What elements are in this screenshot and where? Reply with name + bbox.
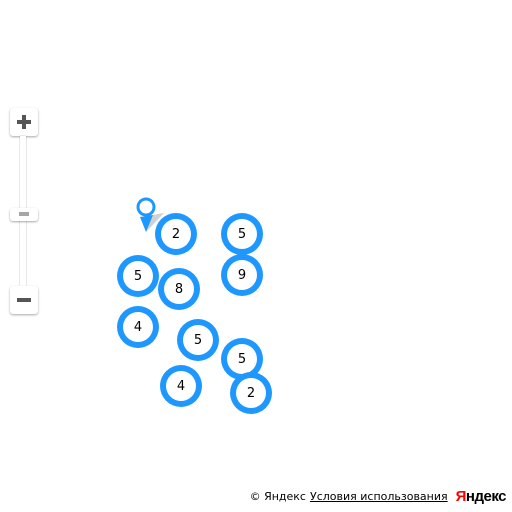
cluster-count: 2 [161, 219, 191, 249]
cluster-count: 4 [123, 312, 153, 342]
cluster-marker[interactable]: 9 [221, 254, 263, 296]
logo-rest: ндекс [465, 487, 507, 505]
cluster-count: 8 [164, 274, 194, 304]
zoom-in-button[interactable] [10, 108, 38, 136]
cluster-count: 5 [227, 344, 257, 374]
cluster-count: 4 [166, 371, 196, 401]
cluster-count: 5 [183, 325, 213, 355]
cluster-count: 5 [123, 261, 153, 291]
copyright-text: © Яндекс [249, 489, 306, 503]
cluster-marker[interactable]: 8 [158, 268, 200, 310]
grip-icon [19, 212, 29, 216]
cluster-marker[interactable]: 4 [160, 365, 202, 407]
zoom-slider-handle[interactable] [10, 208, 38, 221]
map-pin-icon[interactable] [134, 195, 164, 235]
cluster-marker[interactable]: 5 [177, 319, 219, 361]
cluster-count: 2 [236, 378, 266, 408]
logo-first-letter: Я [455, 487, 467, 505]
cluster-count: 9 [227, 260, 257, 290]
cluster-marker[interactable]: 2 [155, 213, 197, 255]
cluster-marker[interactable]: 5 [117, 255, 159, 297]
cluster-count: 5 [227, 219, 257, 249]
cluster-marker[interactable]: 4 [117, 306, 159, 348]
cluster-marker[interactable]: 5 [221, 213, 263, 255]
yandex-logo[interactable]: Яндекс [455, 487, 507, 505]
cluster-marker[interactable]: 2 [230, 372, 272, 414]
zoom-out-button[interactable] [10, 286, 38, 314]
terms-of-use-link[interactable]: Условия использования [309, 489, 448, 503]
copyright-bar: © Яндекс Условия использования Яндекс [249, 486, 507, 506]
